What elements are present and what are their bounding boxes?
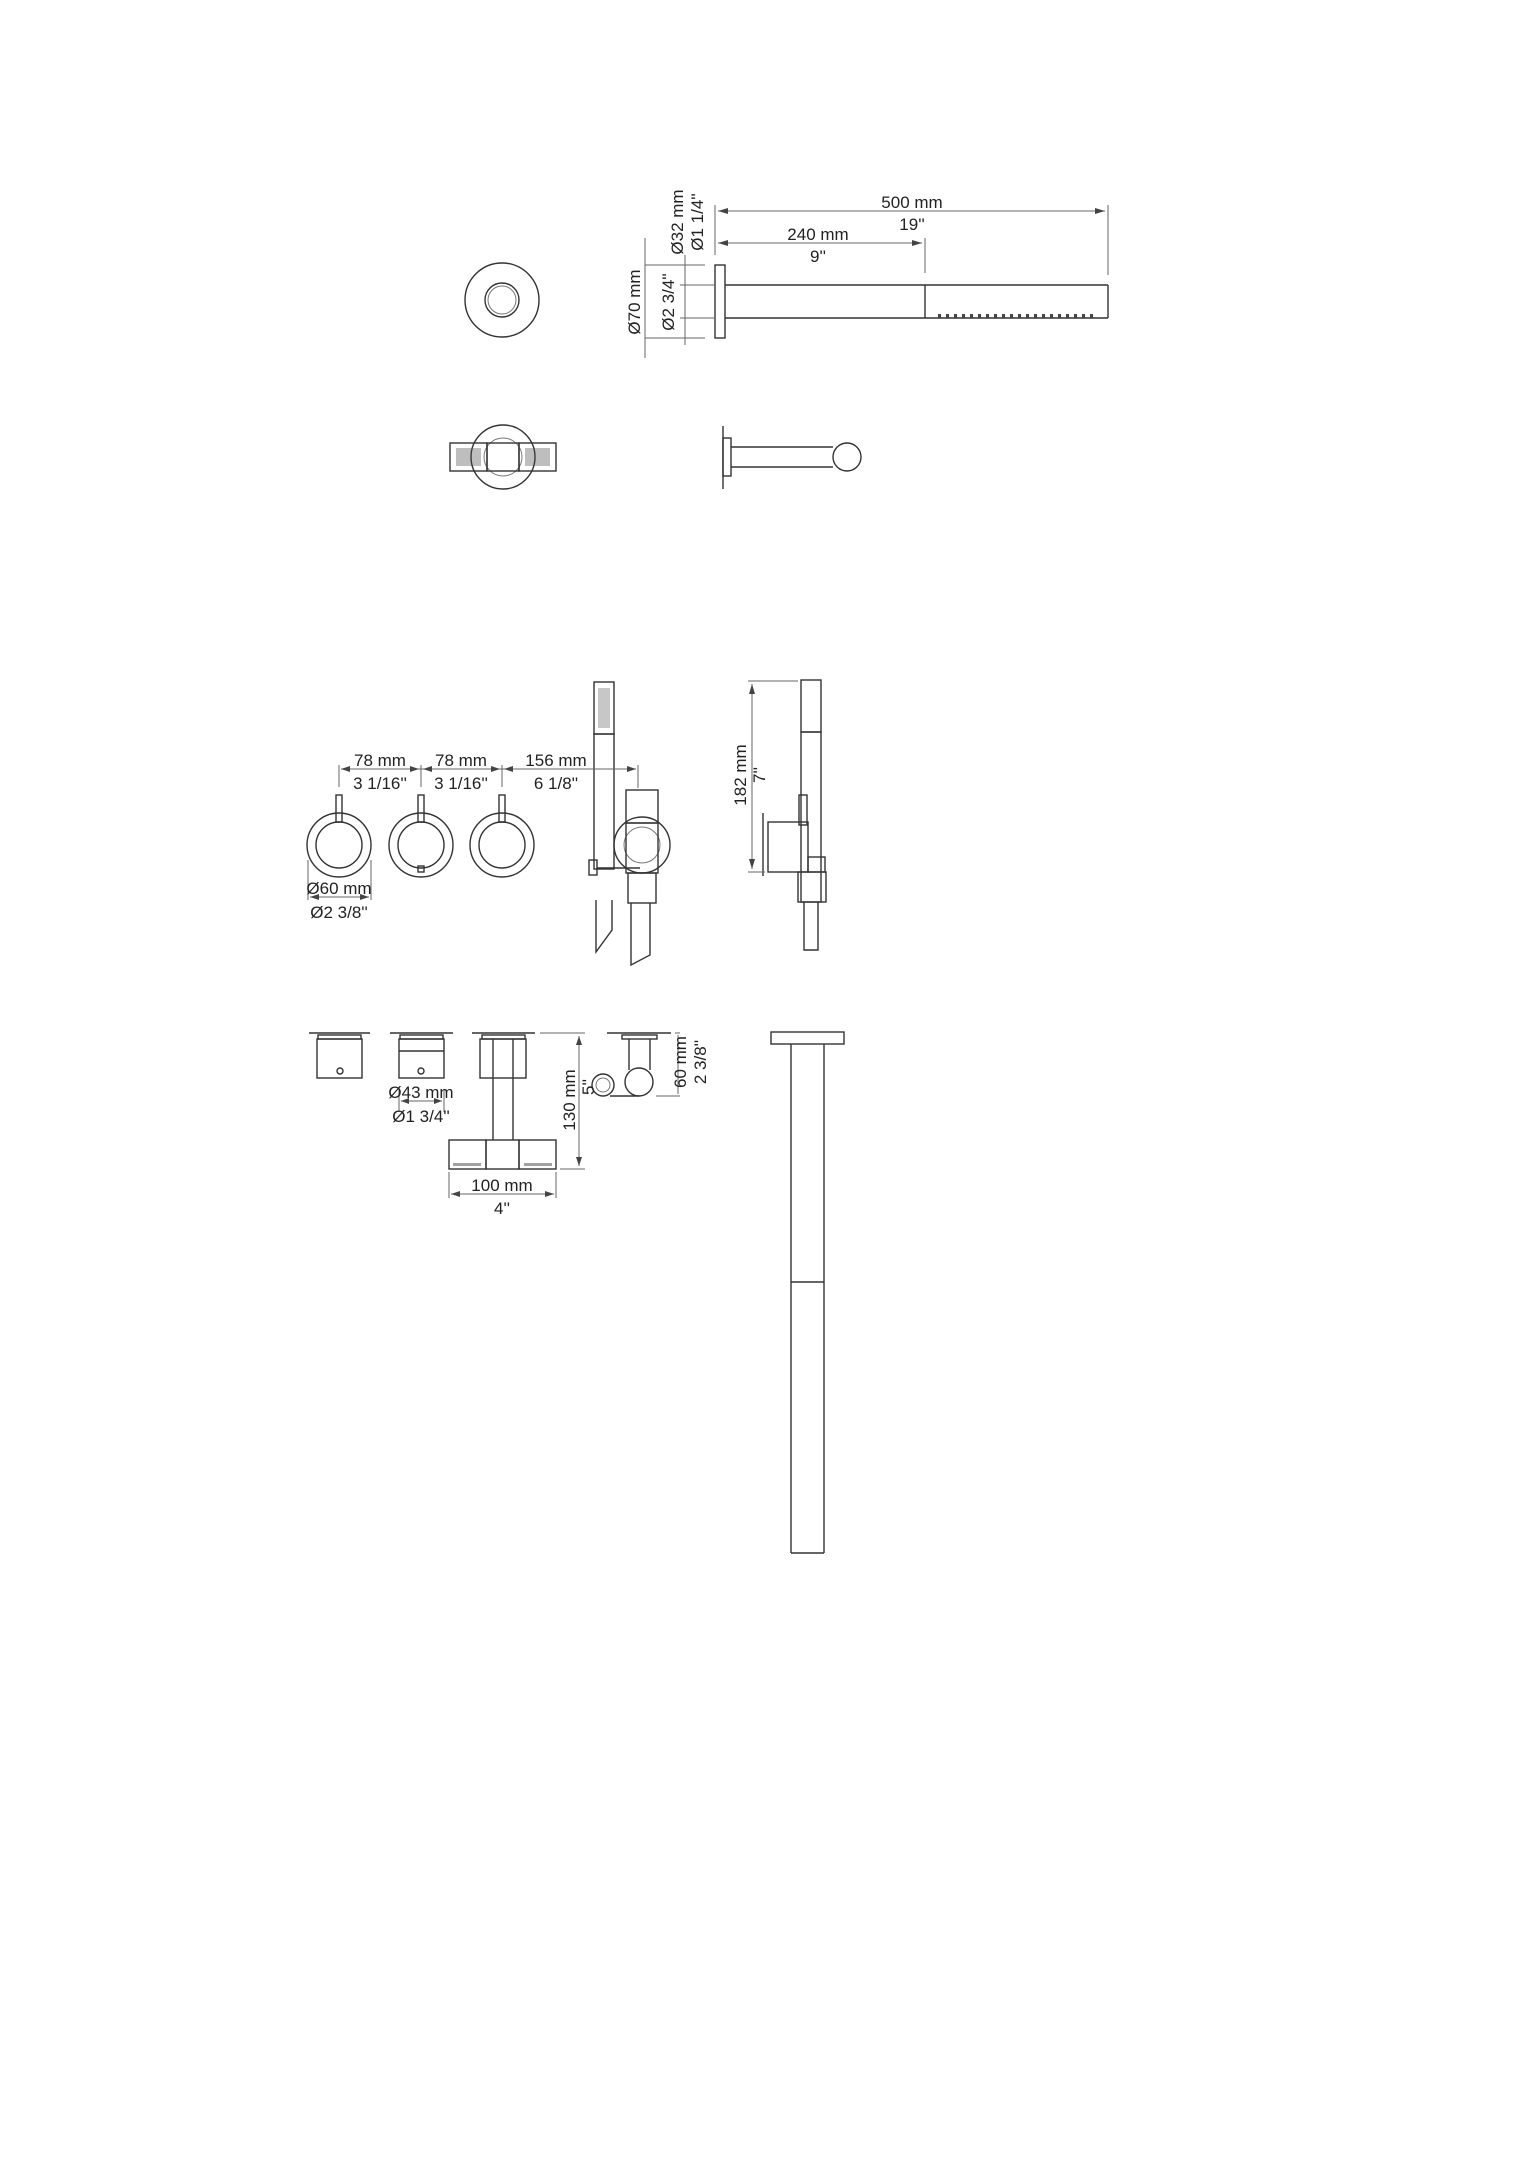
dim-width-in: 4'' (494, 1199, 510, 1218)
dim-spacing-3-mm: 156 mm (525, 751, 586, 770)
shower-arm-top-view (644, 205, 1109, 358)
dim-spacing-1-in: 3 1/16'' (353, 774, 407, 793)
dim-holder-depth-in: 2 3/8'' (691, 1040, 710, 1084)
shower-arm-end-view (449, 424, 557, 490)
dim-spacing-2-mm: 78 mm (435, 751, 487, 770)
dim-holder-depth-mm: 60 mm (671, 1036, 690, 1088)
dim-total-length-mm: 500 mm (881, 193, 942, 212)
dim-depth-in: 5'' (579, 1079, 598, 1095)
dim-depth-mm: 130 mm (560, 1069, 579, 1130)
shower-arm-side-view (722, 426, 862, 489)
dim-flange-diameter-mm: Ø70 mm (625, 269, 644, 334)
dim-handle-diameter-in: Ø2 3/8'' (310, 903, 368, 922)
nozzle-grid-left (456, 448, 481, 466)
dim-spacing-2-in: 3 1/16'' (434, 774, 488, 793)
dim-arm-diameter-in: Ø1 1/4'' (688, 193, 707, 251)
shower-arm-vertical-view (770, 1031, 845, 1554)
dim-arm-diameter-mm: Ø32 mm (668, 189, 687, 254)
dim-spacing-3-in: 6 1/8'' (534, 774, 578, 793)
dim-handshower-height-in: 7'' (750, 767, 769, 783)
dim-flange-diameter-in: Ø2 3/4'' (659, 273, 678, 331)
dim-spacing-1-mm: 78 mm (354, 751, 406, 770)
dim-handshower-height-mm: 182 mm (731, 744, 750, 805)
nozzle-grid-right (525, 448, 550, 466)
dim-knob-diameter-in: Ø1 3/4'' (392, 1107, 450, 1126)
dim-segment-length-mm: 240 mm (787, 225, 848, 244)
dim-knob-diameter-mm: Ø43 mm (388, 1083, 453, 1102)
dim-total-length-in: 19'' (899, 215, 924, 234)
dim-segment-length-in: 9'' (810, 247, 826, 266)
mixer-top-view (309, 1032, 671, 1170)
handshower-side-view (748, 679, 827, 951)
mixer-front-view (306, 794, 535, 878)
dim-width-mm: 100 mm (471, 1176, 532, 1195)
dim-handle-diameter-mm: Ø60 mm (306, 879, 371, 898)
mixer-top-dimension-lines (398, 1032, 680, 1198)
nozzle-row (938, 314, 1093, 318)
mixer-dimension-lines (307, 765, 639, 900)
shower-arm-front-view (464, 262, 540, 338)
handshower-front-view (588, 681, 671, 967)
